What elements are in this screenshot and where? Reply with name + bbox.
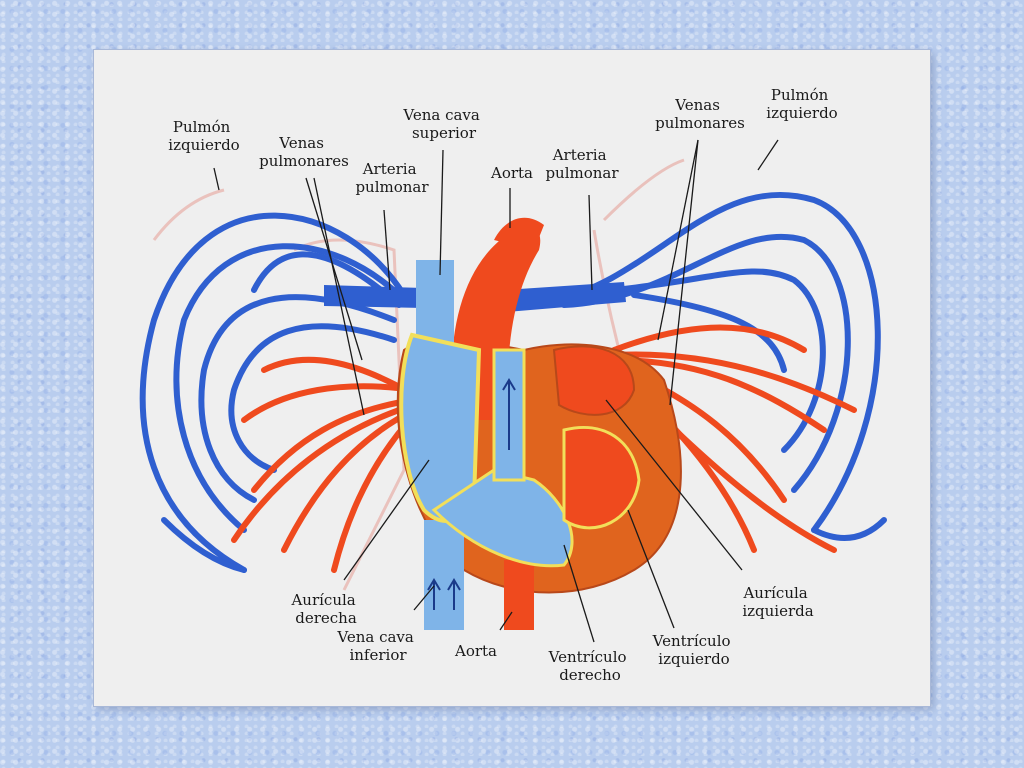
inferior-vena-cava <box>424 520 464 630</box>
left-ventricle <box>562 425 641 530</box>
label-venas-pulmonares-left: Venas pulmonares <box>259 134 349 170</box>
left-atrium <box>552 345 636 416</box>
label-auricula-izquierda: Aurícula izquierda <box>742 584 813 620</box>
right-ventricle <box>431 468 574 568</box>
label-arteria-pulmonar-right: Arteria pulmonar <box>545 146 619 182</box>
label-aorta-top: Aorta <box>490 164 533 182</box>
pulmonary-vein-trunks <box>324 282 626 312</box>
descending-aorta <box>504 560 534 630</box>
label-ventriculo-derecho: Ventrículo derecho <box>548 648 632 684</box>
label-ventriculo-izquierdo: Ventrículo izquierdo <box>652 632 736 668</box>
aorta-arch-top <box>494 217 544 250</box>
left-pulmonary-veins <box>139 212 407 573</box>
heart-circulation-diagram: Pulmón izquierdo Venas pulmonares Vena c… <box>139 86 887 684</box>
flow-arrows <box>427 378 516 610</box>
label-arteria-pulmonar-left: Arteria pulmonar <box>355 160 429 196</box>
labels: Pulmón izquierdo Venas pulmonares Vena c… <box>168 86 837 684</box>
left-pulmonary-arteries <box>231 356 417 573</box>
slide-frame: Pulmón izquierdo Venas pulmonares Vena c… <box>94 50 930 706</box>
label-pulmon-izquierdo-left: Pulmón izquierdo <box>168 118 239 154</box>
heart <box>396 217 682 630</box>
label-pulmon-izquierdo-right: Pulmón izquierdo <box>766 86 837 122</box>
label-venas-pulmonares-right: Venas pulmonares <box>655 96 745 132</box>
label-auricula-derecha: Aurícula derecha <box>290 591 360 627</box>
label-vena-cava-inferior: Vena cava inferior <box>336 628 418 664</box>
label-aorta-bottom: Aorta <box>454 642 497 660</box>
leader-lines <box>213 139 779 643</box>
label-vena-cava-superior: Vena cava superior <box>402 106 484 142</box>
